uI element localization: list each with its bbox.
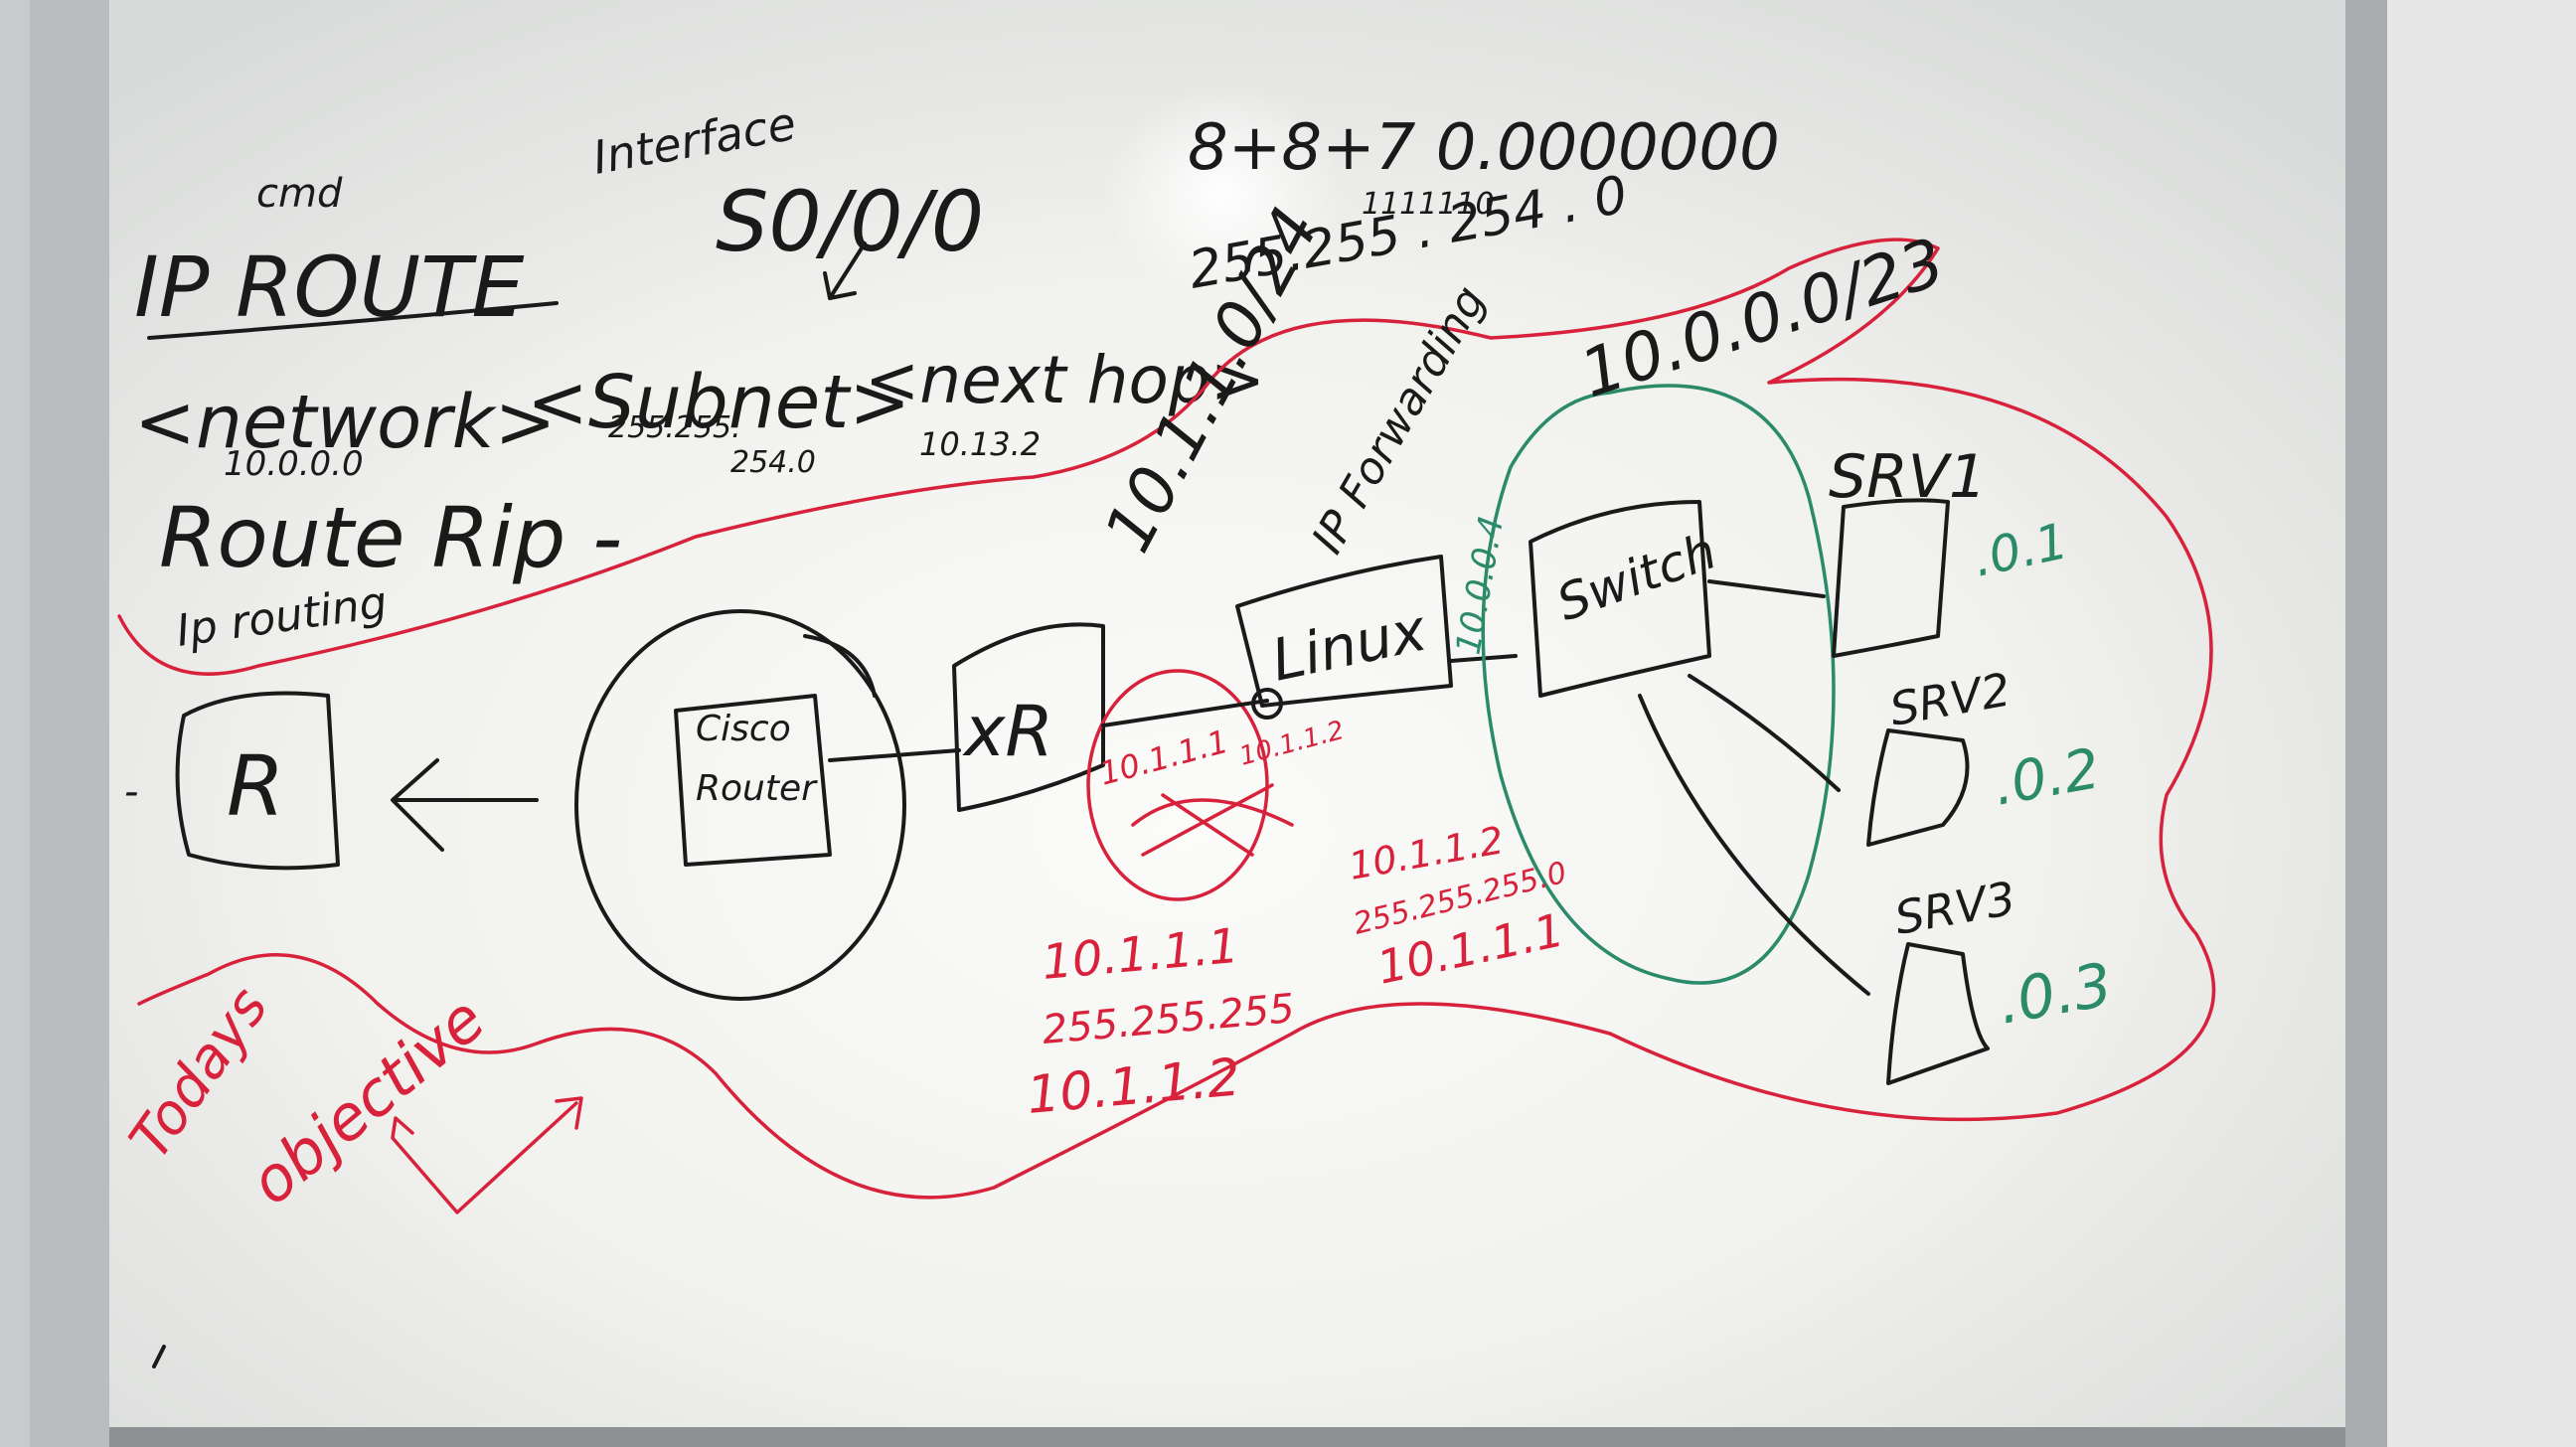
srv2-box: [1866, 728, 1970, 847]
ip-route-title: IP ROUTE: [134, 239, 524, 336]
marker-tray: [109, 1427, 2345, 1447]
switch-subnet-circle: [1481, 384, 1836, 985]
route-rip: Route Rip -: [159, 489, 622, 586]
switch-box: [1529, 500, 1711, 698]
remote-router-box: [175, 691, 340, 871]
subnet-param: <Subnet>: [527, 360, 910, 445]
link-cisco-xr: [828, 748, 961, 762]
network-cloud-boundary: [117, 238, 2216, 1200]
next-hop-param: <next hop>: [865, 342, 1265, 418]
link-srv3: [1638, 694, 1870, 996]
underline: [147, 301, 559, 340]
check-mark: [391, 1096, 583, 1214]
remote-router-label: R: [227, 737, 284, 835]
cmd-label: cmd: [256, 171, 343, 217]
srv1-box: [1832, 498, 1950, 658]
network-example: 10.0.0.0: [224, 444, 364, 484]
cisco-router-label-2: Router: [696, 768, 818, 809]
cisco-router-circle: [574, 609, 906, 1001]
circle-stroke: [803, 634, 877, 698]
link-srv2: [1688, 674, 1841, 792]
dash-mark: -: [124, 769, 138, 815]
xr-label: xR: [962, 691, 1053, 772]
cisco-router-box: [674, 694, 832, 867]
link-subnet-circle: [1086, 669, 1269, 901]
network-param: <network>: [134, 380, 557, 465]
srv3-box: [1886, 942, 1990, 1085]
scribble: [1131, 783, 1294, 857]
xr-box: [952, 622, 1105, 812]
link-srv1: [1707, 579, 1826, 598]
left-frame: [30, 0, 119, 1447]
light-glare: [1103, 84, 1342, 303]
next-hop-example: 10.13.2: [919, 425, 1041, 463]
cisco-router-label-1: Cisco: [696, 709, 791, 749]
subnet-example-1: 255.255.: [608, 410, 741, 445]
link-xr-linux: [1101, 699, 1269, 727]
calc-line-1: 8+8+7 0.0000000: [1188, 111, 1780, 185]
stray-mark: [152, 1345, 166, 1368]
right-frame: [2337, 0, 2387, 1447]
calc-line-2: 1111110.: [1362, 187, 1504, 222]
linux-box: [1235, 555, 1453, 708]
subnet-example-2: 254.0: [730, 445, 816, 480]
arrow-left: [391, 758, 539, 852]
interface-value: S0/0/0: [716, 173, 984, 270]
interface-arrow: [823, 241, 867, 300]
